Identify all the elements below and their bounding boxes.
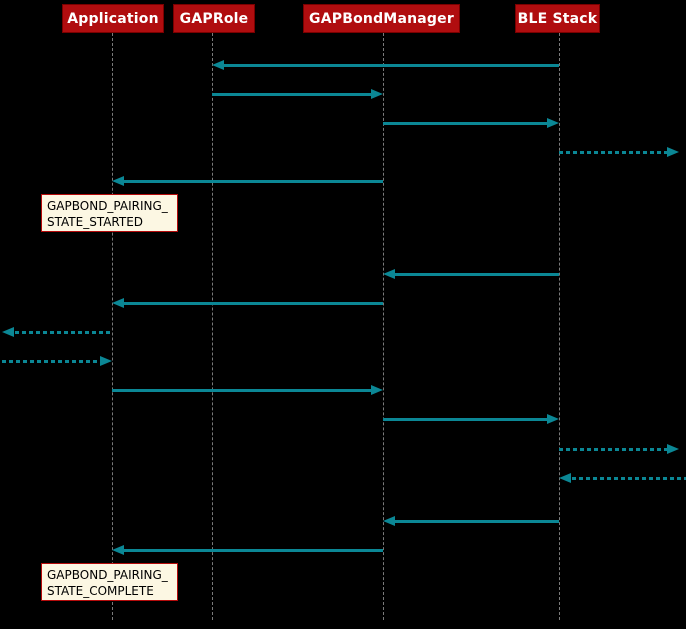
arrowhead-left-icon <box>112 298 124 308</box>
lifeline-gapbondmanager <box>383 33 384 620</box>
note-pairing-state-complete: GAPBOND_PAIRING_ STATE_COMPLETE <box>41 563 178 601</box>
lifeline-gaprole <box>212 33 213 620</box>
participant-application: Application <box>62 4 164 33</box>
arrowhead-left-icon <box>212 60 224 70</box>
lifeline-application <box>112 33 113 620</box>
arrowhead-left-icon <box>559 473 571 483</box>
lifeline-blestack <box>559 33 560 620</box>
message-line-application-to-external-left <box>8 331 112 334</box>
message-line-gapbondmanager-to-application <box>118 549 383 552</box>
arrowhead-left-icon <box>383 516 395 526</box>
participant-blestack: BLE Stack <box>515 4 600 33</box>
message-line-blestack-to-gaprole <box>218 64 559 67</box>
arrowhead-left-icon <box>112 176 124 186</box>
message-line-gaprole-to-gapbondmanager <box>212 93 377 96</box>
message-line-blestack-to-external-right <box>559 448 673 451</box>
note-text-line: GAPBOND_PAIRING_ <box>47 199 168 213</box>
arrowhead-right-icon <box>667 444 679 454</box>
arrowhead-left-icon <box>2 327 14 337</box>
message-line-gapbondmanager-to-application <box>118 180 383 183</box>
message-line-external-left-to-application <box>2 360 106 363</box>
note-text-line: GAPBOND_PAIRING_ <box>47 568 168 582</box>
message-line-gapbondmanager-to-blestack <box>383 122 553 125</box>
participant-gaprole: GAPRole <box>173 4 255 33</box>
message-line-blestack-to-gapbondmanager <box>389 273 559 276</box>
message-line-gapbondmanager-to-application <box>118 302 383 305</box>
arrowhead-left-icon <box>112 545 124 555</box>
arrowhead-right-icon <box>371 385 383 395</box>
message-line-blestack-to-external-right <box>559 151 673 154</box>
arrowhead-right-icon <box>547 118 559 128</box>
arrowhead-right-icon <box>100 356 112 366</box>
message-line-gapbondmanager-to-blestack <box>383 418 553 421</box>
message-line-blestack-to-gapbondmanager <box>389 520 559 523</box>
message-line-external-right-to-blestack <box>565 477 686 480</box>
note-text-line: STATE_STARTED <box>47 215 144 229</box>
note-pairing-state-started: GAPBOND_PAIRING_ STATE_STARTED <box>41 194 178 232</box>
arrowhead-right-icon <box>371 89 383 99</box>
message-line-application-to-gapbondmanager <box>112 389 377 392</box>
arrowhead-left-icon <box>383 269 395 279</box>
participant-gapbondmanager: GAPBondManager <box>303 4 460 33</box>
arrowhead-right-icon <box>547 414 559 424</box>
arrowhead-right-icon <box>667 147 679 157</box>
note-text-line: STATE_COMPLETE <box>47 584 154 598</box>
